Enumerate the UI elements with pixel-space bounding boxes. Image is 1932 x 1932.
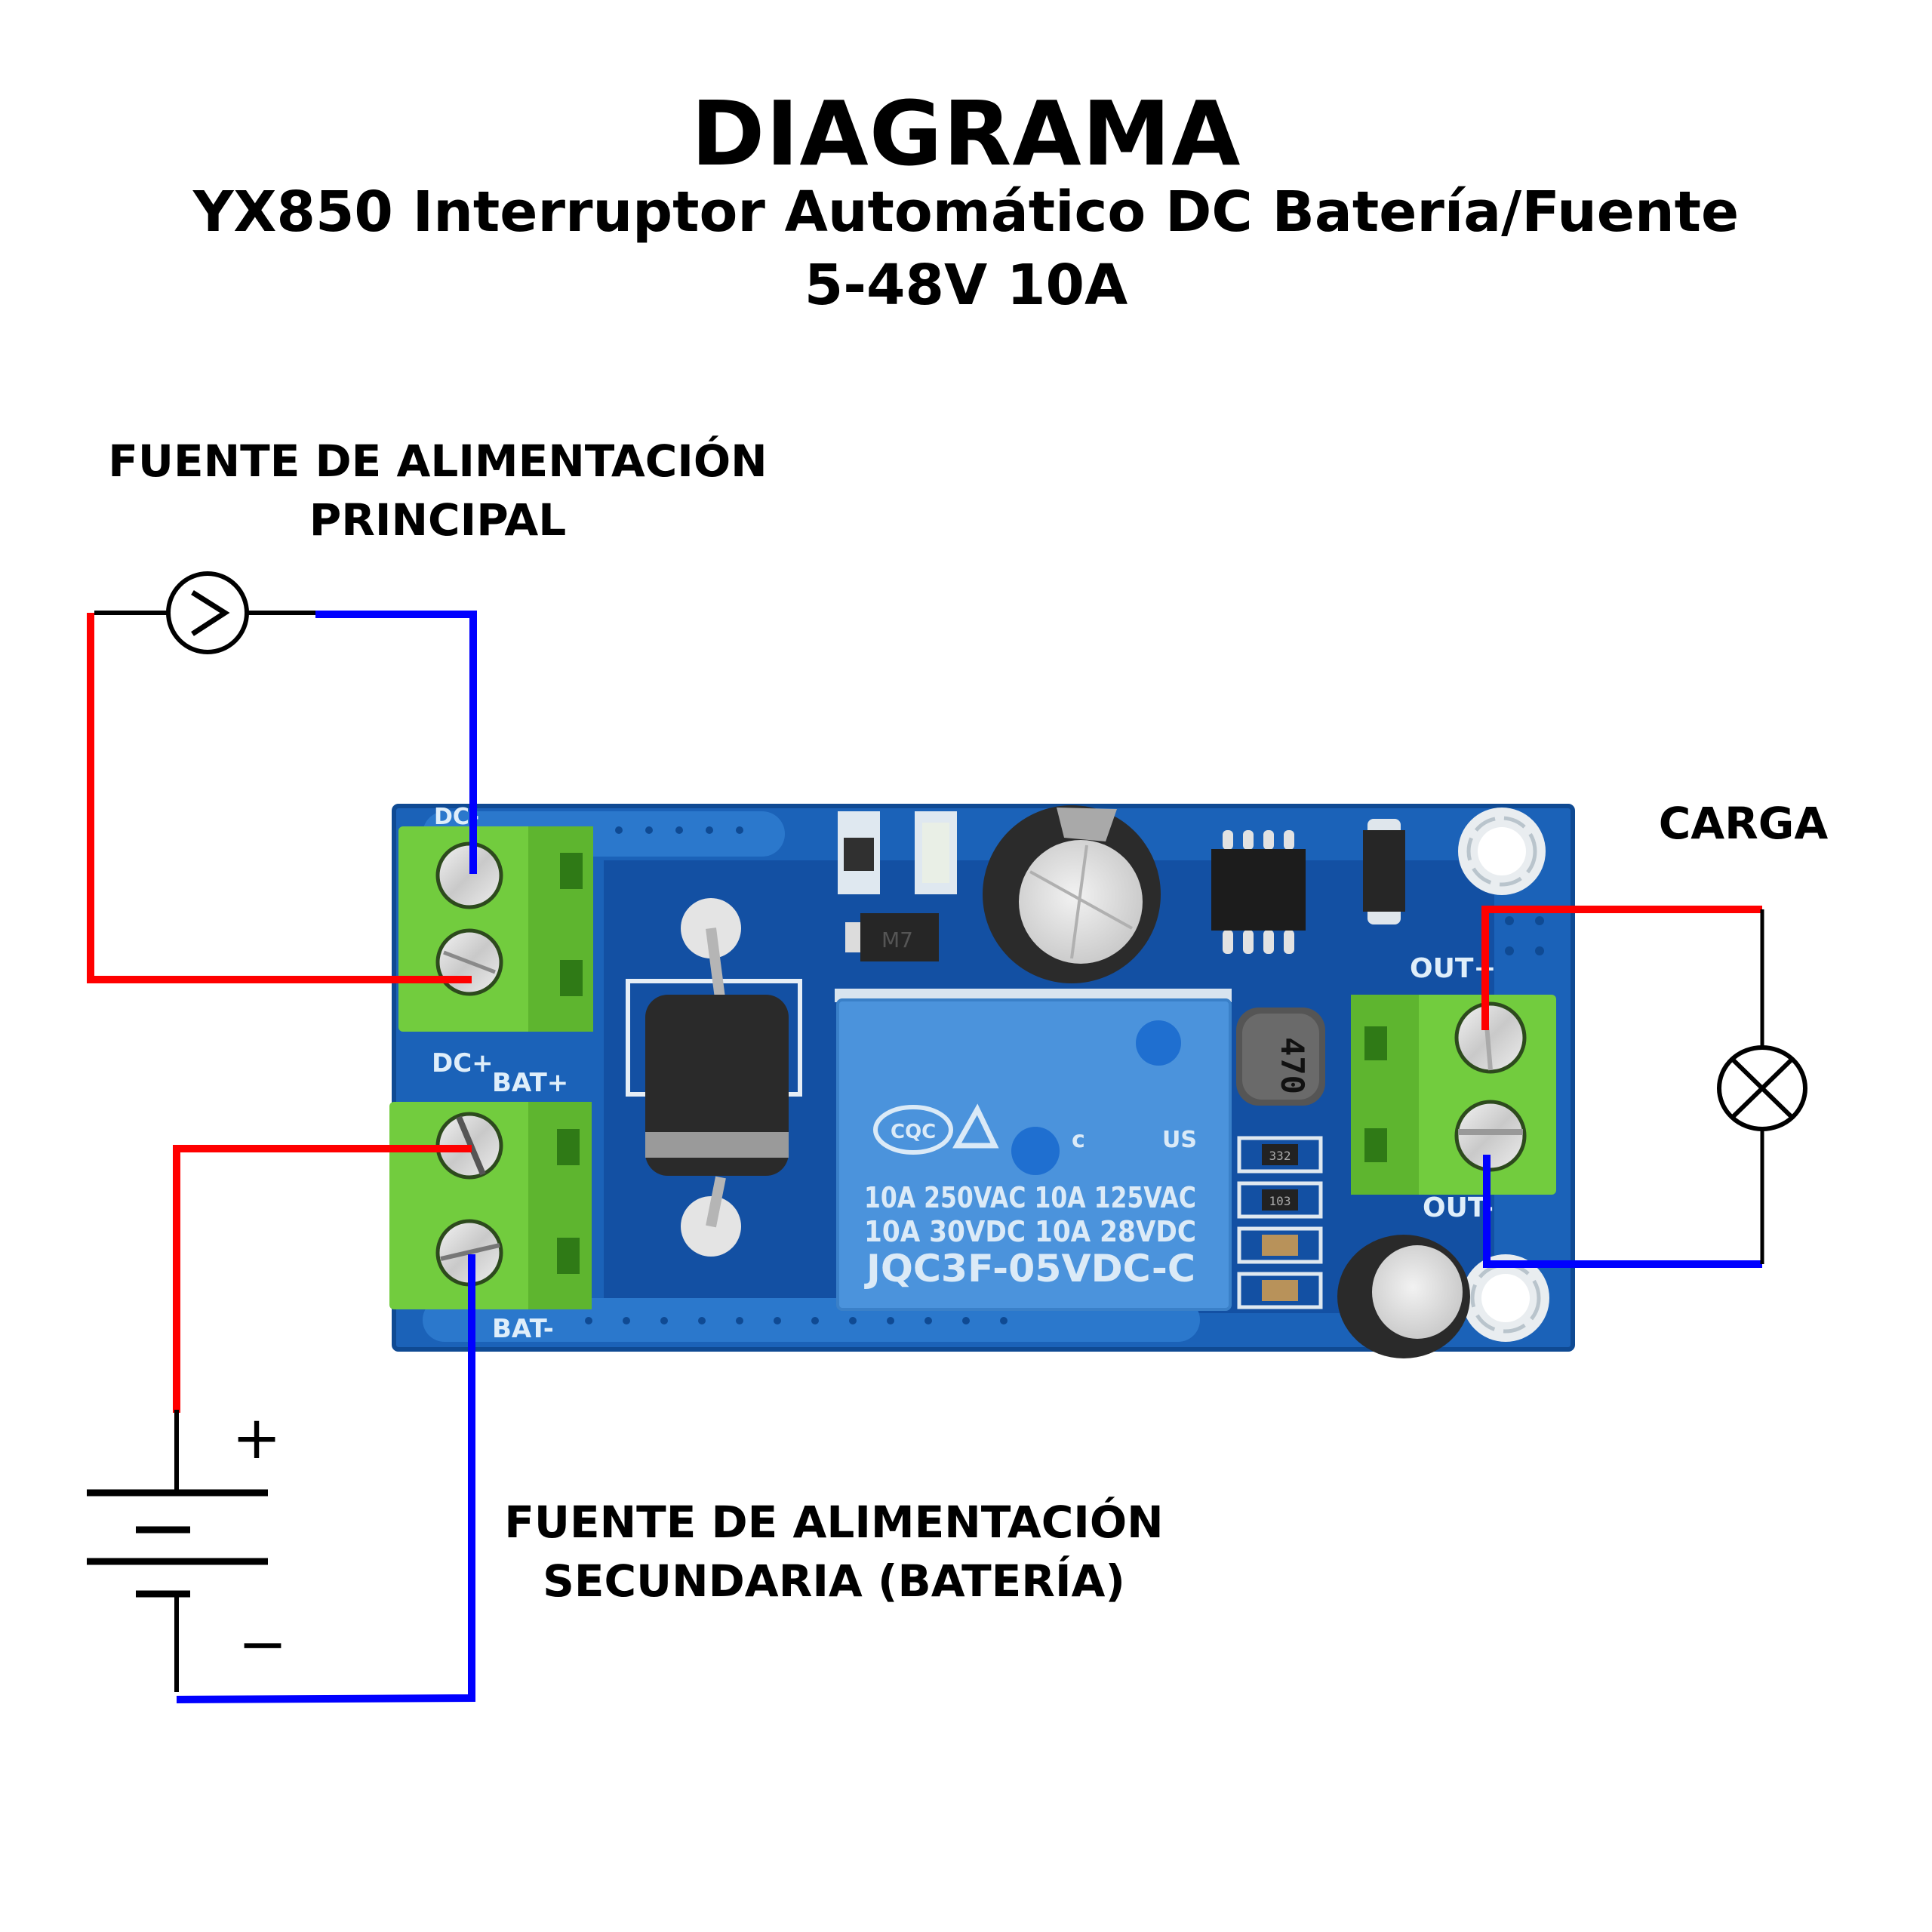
- ic-sop8: [1211, 830, 1306, 954]
- relay-mark-us: US: [1162, 1127, 1197, 1153]
- page-subtitle-product: YX850 Interruptor Automático DC Batería/…: [192, 180, 1740, 245]
- inductor-470: 470: [1236, 1008, 1325, 1106]
- secondary-source-label: FUENTE DE ALIMENTACIÓN SECUNDARIA (BATER…: [491, 1493, 1177, 1611]
- cqc-logo-icon: [873, 1105, 953, 1155]
- relay-logo-text: CQC: [891, 1121, 936, 1143]
- relay-mark-c: c: [1072, 1127, 1085, 1153]
- lamp-icon: [1717, 1045, 1807, 1131]
- load-circuit: [1481, 906, 1807, 1268]
- silk-label-out-minus: OUT-: [1423, 1192, 1494, 1223]
- battery-minus-sign: −: [238, 1611, 287, 1678]
- relay-jqc3f: CQC c US 10A 250VAC 10A 125VAC 10A 30VDC…: [835, 989, 1232, 1311]
- certification-triangle-icon: [952, 1103, 999, 1149]
- smd-resistor-top: [838, 811, 880, 894]
- wire-red-bat-plus: [173, 1145, 472, 1413]
- voltage-source-icon: [166, 571, 249, 654]
- wire-red-out-plus: [1481, 906, 1762, 1030]
- relay-rating-line2: 10A 30VDC 10A 28VDC: [864, 1215, 1196, 1248]
- terminal-block-dc: [398, 826, 593, 1032]
- resistor-marking-1: 332: [1269, 1149, 1291, 1163]
- electrolytic-capacitor-small: [1337, 1235, 1470, 1358]
- relay-dot-top: [1136, 1020, 1181, 1066]
- mounting-hole-top: [1458, 808, 1546, 895]
- primary-source-label: FUENTE DE ALIMENTACIÓN PRINCIPAL: [98, 432, 777, 549]
- secondary-source-label-line1: FUENTE DE ALIMENTACIÓN: [504, 1497, 1164, 1548]
- wire-red-dc-plus: [87, 613, 472, 983]
- smd-diode-marking: M7: [881, 928, 913, 952]
- resistor-marking-2: 103: [1269, 1194, 1291, 1208]
- via-dots: [585, 826, 1544, 1324]
- diode-component: [626, 898, 802, 1257]
- mounting-hole-bottom: [1462, 1254, 1549, 1342]
- page-subtitle-rating: 5-48V 10A: [804, 253, 1128, 318]
- primary-source-circuit: [87, 571, 477, 983]
- battery-icon: [87, 1410, 268, 1692]
- wire-blue-bat-minus: [176, 1254, 475, 1703]
- relay-model: JQC3F-05VDC-C: [864, 1247, 1195, 1291]
- pcb-board: DC- DC+ BAT+ BAT- OUT+ OUT-: [389, 804, 1575, 1358]
- smd-column: 332 103: [1237, 1136, 1323, 1309]
- smd-diode-right: [1363, 819, 1405, 924]
- silk-label-bat-plus: BAT+: [492, 1068, 568, 1098]
- wire-blue-dc-minus: [315, 611, 477, 874]
- electrolytic-capacitor-large: [983, 805, 1161, 983]
- inductor-marking: 470: [1274, 1037, 1311, 1094]
- terminal-block-bat: [389, 1102, 592, 1309]
- silk-label-dc-plus: DC+: [432, 1048, 494, 1078]
- smd-led: [915, 811, 957, 894]
- silk-label-bat-minus: BAT-: [492, 1314, 554, 1344]
- screw-out-plus: [1454, 1001, 1527, 1074]
- primary-source-label-line2: PRINCIPAL: [309, 494, 567, 546]
- terminal-block-out: [1351, 995, 1556, 1195]
- wire-blue-out-minus: [1483, 1155, 1762, 1268]
- page-title: DIAGRAMA: [691, 82, 1241, 186]
- load-label: CARGA: [1658, 798, 1829, 849]
- relay-dot-center: [1011, 1127, 1060, 1175]
- primary-source-label-line1: FUENTE DE ALIMENTACIÓN: [108, 435, 768, 487]
- relay-rating-line1: 10A 250VAC 10A 125VAC: [864, 1181, 1196, 1214]
- smd-diode-m7: M7: [845, 913, 939, 961]
- battery-plus-sign: +: [232, 1404, 281, 1472]
- battery-circuit: + −: [87, 1145, 475, 1703]
- secondary-source-label-line2: SECUNDARIA (BATERÍA): [543, 1555, 1125, 1607]
